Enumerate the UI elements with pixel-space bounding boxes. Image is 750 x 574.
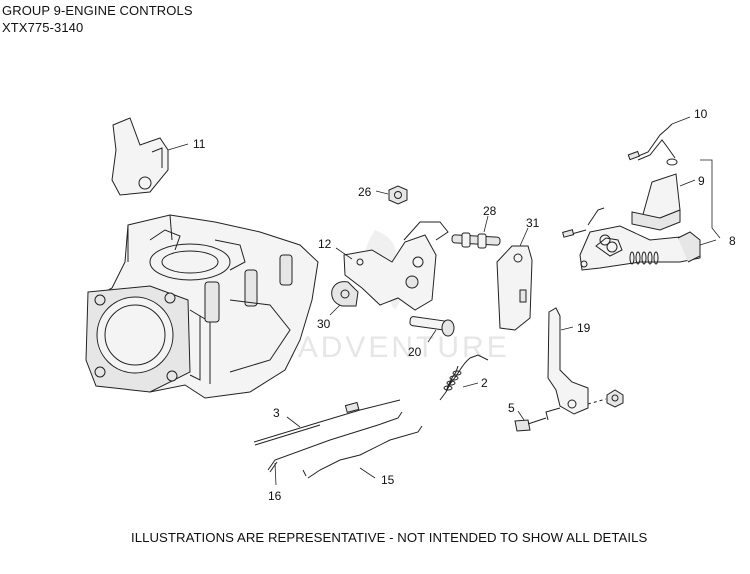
callout-12: 12 <box>318 237 332 251</box>
part-2-spring <box>439 354 489 401</box>
callout-30: 30 <box>317 317 331 331</box>
callout-3: 3 <box>273 406 280 420</box>
callout-20: 20 <box>408 345 422 359</box>
part-30-clip <box>329 281 359 316</box>
callout-10: 10 <box>694 107 708 121</box>
callout-16: 16 <box>268 489 282 503</box>
callout-5: 5 <box>508 401 515 415</box>
callout-8: 8 <box>729 234 736 248</box>
callout-28: 28 <box>483 204 497 218</box>
part-20-bushing <box>409 316 455 343</box>
diagram-code: XTX775-3140 <box>2 20 84 35</box>
part-11-bracket <box>111 117 189 196</box>
part-15-linkage <box>302 425 423 479</box>
part-12-governor-bracket <box>335 221 449 311</box>
part-28-shaft <box>451 215 501 249</box>
part-5-nut <box>587 389 624 408</box>
callout-26: 26 <box>358 185 372 199</box>
part-9-bracket <box>631 173 696 231</box>
callout-19: 19 <box>577 321 591 335</box>
callout-15: 15 <box>381 473 395 487</box>
part-3-rod <box>253 399 401 446</box>
part-5-pin <box>514 410 547 432</box>
callout-31: 31 <box>526 216 540 230</box>
diagram-title: GROUP 9-ENGINE CONTROLS <box>2 3 193 18</box>
part-26-nut <box>375 185 408 205</box>
part-16-linkage <box>267 411 403 486</box>
part-19-lever <box>545 307 589 421</box>
engine-block <box>85 214 319 399</box>
callout-11: 11 <box>193 137 206 151</box>
part-8-control-assembly <box>562 207 717 271</box>
callout-2: 2 <box>481 376 488 390</box>
callout-9: 9 <box>698 174 705 188</box>
part-10-wire <box>627 116 691 166</box>
footer-disclaimer: ILLUSTRATIONS ARE REPRESENTATIVE - NOT I… <box>131 530 648 545</box>
part-31-plate <box>496 227 533 331</box>
